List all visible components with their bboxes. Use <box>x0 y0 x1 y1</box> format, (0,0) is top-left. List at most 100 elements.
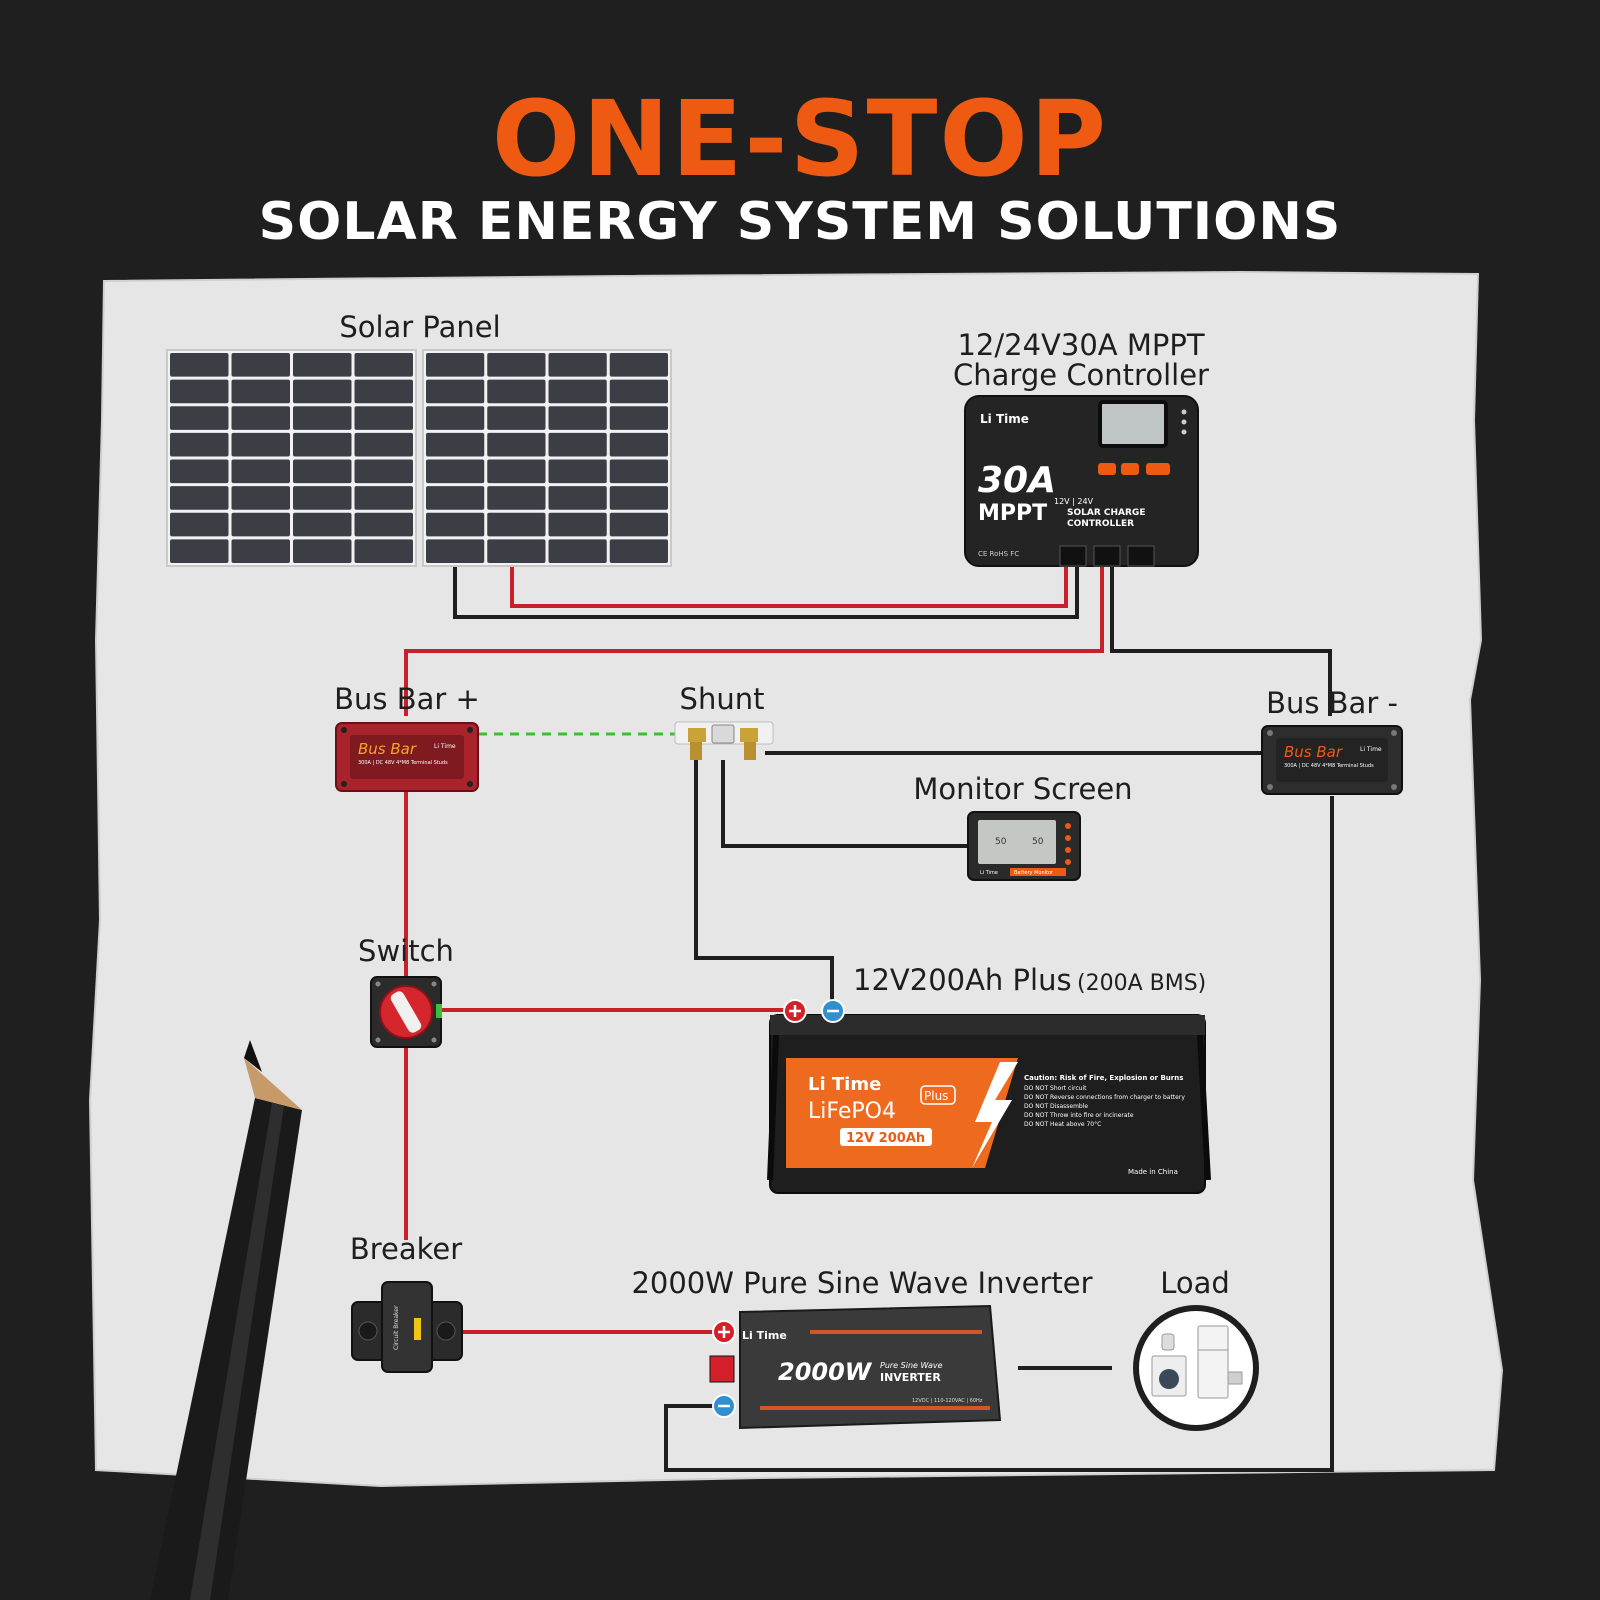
solar-cell <box>170 353 229 377</box>
monitor-screen: 50 50 Li Time Battery Monitor <box>967 811 1081 881</box>
solar-cell <box>609 486 668 510</box>
label-load: Load <box>1160 1266 1230 1300</box>
solar-cell <box>231 539 290 563</box>
solar-cell <box>293 379 352 404</box>
controller-type-1: SOLAR CHARGE <box>1067 508 1145 518</box>
monitor-left-value: 50 <box>995 837 1007 847</box>
battery-caution: DO NOT Short circuit <box>1024 1085 1087 1092</box>
inverter-positive-terminal <box>712 1320 736 1344</box>
circuit-breaker: Circuit Breaker <box>351 1281 463 1373</box>
solar-cell <box>548 512 607 537</box>
label-breaker: Breaker <box>350 1232 462 1266</box>
solar-cell <box>426 459 485 484</box>
wires <box>404 565 1334 1472</box>
wire-solar-positive <box>510 565 1068 608</box>
bus-bar-brand: Li Time <box>434 743 456 750</box>
solar-cell <box>609 432 668 457</box>
label-solar-panel: Solar Panel <box>339 310 500 344</box>
solar-cell <box>548 353 607 377</box>
solar-cell <box>354 406 413 430</box>
monitor-caption: Battery Monitor <box>1014 870 1054 876</box>
wire-shunt-battery <box>694 760 834 1006</box>
solar-cell <box>293 539 352 563</box>
solar-cell <box>354 459 413 484</box>
label-battery-bms: (200A BMS) <box>1077 971 1206 996</box>
battery-negative-terminal <box>821 999 845 1023</box>
label-shunt: Shunt <box>680 682 765 716</box>
solar-cell <box>170 512 229 537</box>
solar-cell <box>231 379 290 404</box>
controller-button <box>1098 463 1116 475</box>
solar-cell <box>487 432 546 457</box>
controller-type-2: CONTROLLER <box>1067 519 1134 529</box>
solar-cell <box>609 353 668 377</box>
charge-controller: Li Time 30A MPPT 12V | 24V SOLAR CHARGE … <box>964 395 1199 567</box>
solar-cell <box>354 486 413 510</box>
bus-bar-spec: 300A | DC 48V 4*M8 Terminal Studs <box>358 760 448 766</box>
label-battery: 12V200Ah Plus <box>853 963 1072 997</box>
monitor-brand: Li Time <box>980 870 998 876</box>
page-title: ONE-STOP <box>491 78 1109 200</box>
label-controller-line2: Charge Controller <box>953 358 1209 392</box>
solar-cell <box>487 353 546 377</box>
battery-caution: DO NOT Reverse connections from charger … <box>1024 1094 1185 1101</box>
solar-cell <box>170 539 229 563</box>
bus-bar-brand: Li Time <box>1360 746 1382 753</box>
solar-cell <box>354 353 413 377</box>
solar-cell <box>426 512 485 537</box>
solar-cell <box>231 459 290 484</box>
wire-controller-positive <box>404 566 1104 716</box>
solar-cell <box>487 512 546 537</box>
inverter-type-1: Pure Sine Wave <box>880 1361 943 1370</box>
solar-cells-right <box>426 353 668 563</box>
solar-cell <box>426 379 485 404</box>
solar-cells-left <box>170 353 413 563</box>
page-subtitle: SOLAR ENERGY SYSTEM SOLUTIONS <box>258 192 1342 252</box>
wire-shunt-monitor <box>721 760 968 848</box>
solar-cell <box>426 539 485 563</box>
solar-cell <box>609 379 668 404</box>
solar-cell <box>293 406 352 430</box>
controller-display <box>1098 400 1168 448</box>
solar-cell <box>231 512 290 537</box>
solar-cell <box>609 512 668 537</box>
solar-cell <box>231 353 290 377</box>
solar-cell <box>548 432 607 457</box>
controller-button <box>1146 463 1170 475</box>
load-appliances <box>1133 1305 1259 1431</box>
controller-button <box>1121 463 1139 475</box>
kettle-icon <box>1161 1333 1175 1351</box>
solar-cell <box>354 432 413 457</box>
solar-panel <box>166 349 672 567</box>
wire-controller-negative <box>1110 566 1332 716</box>
solar-cell <box>231 486 290 510</box>
pencil-icon <box>150 1040 302 1600</box>
battery-brand: Li Time <box>808 1074 881 1095</box>
solar-cell <box>426 406 485 430</box>
solar-cell <box>426 353 485 377</box>
solar-cell <box>354 539 413 563</box>
label-bus-bar-positive: Bus Bar + <box>334 682 480 716</box>
battery-plus-badge: Plus <box>924 1089 948 1103</box>
bus-bar-positive: Bus Bar Li Time 300A | DC 48V 4*M8 Termi… <box>335 722 479 792</box>
solar-cell <box>293 459 352 484</box>
wire-solar-negative <box>453 565 1079 619</box>
solar-cell <box>548 459 607 484</box>
controller-amp: 30A <box>978 460 1056 501</box>
solar-cell <box>170 432 229 457</box>
label-monitor-screen: Monitor Screen <box>913 772 1132 806</box>
solar-cell <box>548 486 607 510</box>
solar-cell <box>548 539 607 563</box>
label-bus-bar-negative: Bus Bar - <box>1266 686 1398 720</box>
battery-made-in: Made in China <box>1128 1168 1178 1176</box>
solar-cell <box>548 379 607 404</box>
solar-cell <box>487 459 546 484</box>
solar-cell <box>609 459 668 484</box>
solar-cell <box>609 539 668 563</box>
battery-caution: DO NOT Throw into fire or incinerate <box>1024 1112 1134 1119</box>
appliance-icon <box>1227 1371 1243 1385</box>
solar-cell <box>170 406 229 430</box>
solar-cell <box>487 539 546 563</box>
controller-voltage: 12V | 24V <box>1054 497 1094 506</box>
